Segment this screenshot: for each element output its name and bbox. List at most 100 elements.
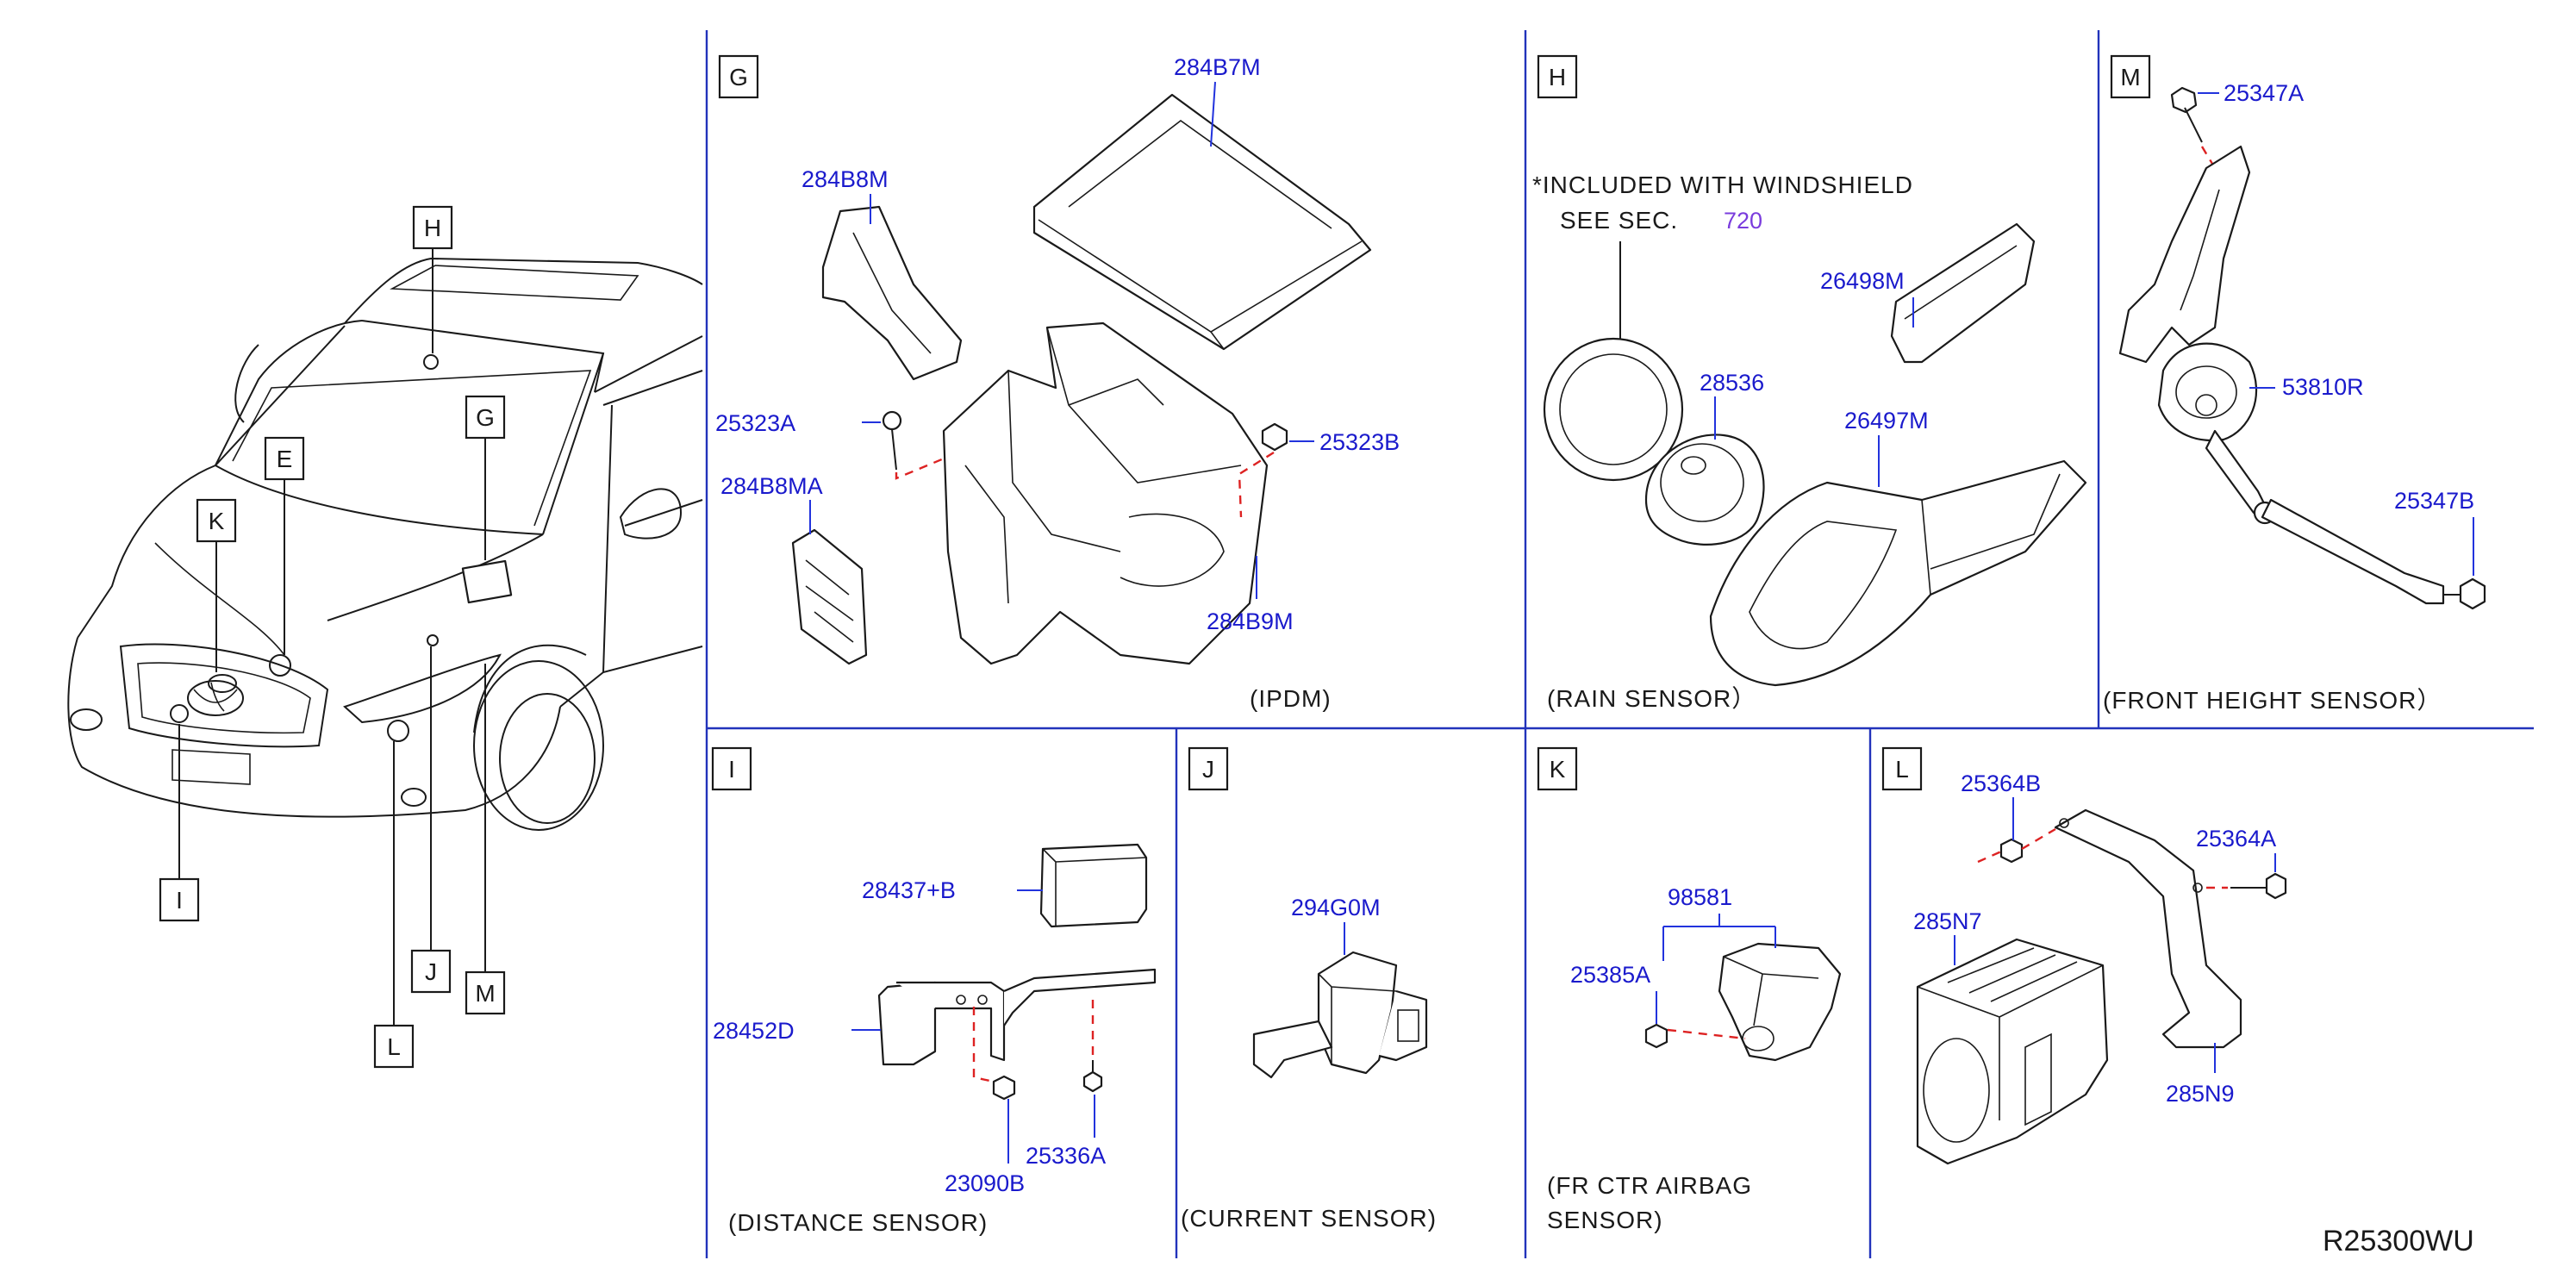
part-number[interactable]: 28536 bbox=[1700, 370, 1764, 396]
callout-label: L bbox=[387, 1033, 401, 1060]
part-number[interactable]: 25336A bbox=[1026, 1143, 1106, 1169]
distance-sensor[interactable] bbox=[1039, 843, 1148, 928]
module-bolt[interactable] bbox=[2230, 872, 2287, 900]
part-number[interactable]: 25347B bbox=[2394, 488, 2474, 514]
rain-sensor-cover[interactable] bbox=[1709, 459, 2087, 687]
part-number[interactable]: 284B7M bbox=[1174, 54, 1261, 80]
current-sensor[interactable] bbox=[1252, 951, 1428, 1079]
part-number[interactable]: 26497M bbox=[1844, 408, 1929, 434]
vehicle-callout-leaders bbox=[178, 248, 486, 1026]
section-caption: (IPDM) bbox=[1250, 685, 1332, 712]
section-letter: J bbox=[1202, 756, 1214, 783]
section-caption: (FRONT HEIGHT SENSOR） bbox=[2103, 687, 2442, 714]
diagram-code: R25300WU bbox=[2323, 1225, 2474, 1257]
part-number[interactable]: 25323A bbox=[715, 410, 795, 436]
callout-m[interactable]: M bbox=[465, 970, 506, 1015]
section-letter: G bbox=[729, 64, 748, 90]
callout-label: M bbox=[475, 980, 495, 1007]
ipdm-nut[interactable] bbox=[1261, 422, 1288, 452]
distance-sensor-bracket[interactable] bbox=[877, 968, 1157, 1066]
callout-label: I bbox=[176, 887, 183, 914]
ipdm-cover[interactable] bbox=[1032, 93, 1372, 351]
module-bracket[interactable] bbox=[2054, 808, 2242, 1049]
section-letter: L bbox=[1895, 756, 1909, 783]
section-letter: K bbox=[1550, 756, 1566, 783]
rain-sensor[interactable] bbox=[1644, 434, 1765, 546]
airbag-sensor-nut[interactable] bbox=[1644, 1023, 1668, 1049]
part-number[interactable]: 53810R bbox=[2282, 374, 2364, 400]
part-number[interactable]: 285N7 bbox=[1913, 908, 1982, 934]
distance-sensor-screw[interactable] bbox=[1082, 1060, 1103, 1093]
ipdm-side-cover[interactable] bbox=[821, 205, 963, 381]
part-number[interactable]: 98581 bbox=[1668, 884, 1732, 910]
rain-sensor-bracket[interactable] bbox=[1543, 337, 1684, 482]
part-number[interactable]: 25364A bbox=[2196, 826, 2276, 852]
part-number[interactable]: 23090B bbox=[945, 1170, 1025, 1196]
callout-e[interactable]: E bbox=[264, 436, 305, 481]
section-ref-link[interactable]: 720 bbox=[1724, 208, 1762, 234]
ipdm-bolt[interactable] bbox=[882, 410, 902, 471]
section-caption: (CURRENT SENSOR) bbox=[1181, 1205, 1437, 1232]
section-m: M 25347A 53810R 25347 bbox=[2103, 54, 2486, 714]
section-letter-box bbox=[1188, 746, 1229, 791]
section-letter-box bbox=[2110, 54, 2151, 99]
section-i: I 28437+B 28452D 23090B bbox=[711, 746, 1157, 1236]
part-number[interactable]: 25323B bbox=[1319, 429, 1400, 455]
control-module[interactable] bbox=[1916, 938, 2109, 1165]
section-caption: (DISTANCE SENSOR) bbox=[728, 1209, 988, 1236]
height-sensor[interactable] bbox=[2118, 145, 2277, 525]
section-letter-box bbox=[1537, 746, 1578, 791]
section-caption: (RAIN SENSOR） bbox=[1547, 685, 1756, 712]
section-letter-box bbox=[718, 54, 759, 99]
section-letter-box bbox=[1881, 746, 1923, 791]
callout-label: H bbox=[424, 215, 441, 241]
section-caption-line2: SENSOR) bbox=[1547, 1207, 1663, 1233]
section-caption-line1: (FR CTR AIRBAG bbox=[1547, 1172, 1752, 1199]
part-number[interactable]: 284B9M bbox=[1207, 608, 1294, 634]
airbag-sensor[interactable] bbox=[1718, 942, 1842, 1062]
callout-h[interactable]: H bbox=[412, 205, 453, 250]
section-letter: I bbox=[728, 756, 735, 783]
callout-l[interactable]: L bbox=[373, 1024, 415, 1069]
part-number[interactable]: 26498M bbox=[1820, 268, 1905, 294]
section-j: J 294G0M (CURRENT SENSOR) bbox=[1181, 746, 1437, 1232]
section-letter: H bbox=[1549, 64, 1566, 90]
part-number[interactable]: 25364B bbox=[1961, 771, 2041, 796]
sensor-nut[interactable] bbox=[2443, 577, 2486, 610]
part-number[interactable]: 28452D bbox=[713, 1018, 795, 1044]
rain-sensor-trim[interactable] bbox=[1890, 222, 2036, 364]
part-number[interactable]: 25347A bbox=[2224, 80, 2304, 106]
callout-label: G bbox=[476, 404, 495, 431]
callout-g[interactable]: G bbox=[465, 395, 506, 440]
part-number[interactable]: 285N9 bbox=[2166, 1081, 2235, 1107]
part-number[interactable]: 28437+B bbox=[862, 877, 956, 903]
windshield-note: *INCLUDED WITH WINDSHIELD bbox=[1532, 172, 1913, 198]
ipdm-connector[interactable] bbox=[791, 528, 868, 665]
callout-j[interactable]: J bbox=[410, 949, 452, 994]
vehicle-overview bbox=[67, 257, 703, 831]
section-frame bbox=[705, 30, 2534, 1258]
section-letter: M bbox=[2120, 64, 2140, 90]
part-number[interactable]: 25385A bbox=[1570, 962, 1650, 988]
section-g: G bbox=[715, 54, 1400, 712]
sensor-bolt[interactable] bbox=[2170, 86, 2203, 143]
section-letter-box bbox=[1537, 54, 1578, 99]
part-number[interactable]: 284B8M bbox=[801, 166, 889, 192]
callout-label: J bbox=[425, 958, 437, 985]
ipdm-box[interactable] bbox=[942, 321, 1269, 665]
sensor-link-rod[interactable] bbox=[2261, 498, 2445, 605]
section-h: H *INCLUDED WITH WINDSHIELD SEE SEC. 720 bbox=[1532, 54, 2087, 712]
section-ref-label: SEE SEC. bbox=[1560, 207, 1678, 234]
distance-sensor-nut[interactable] bbox=[992, 1075, 1016, 1101]
callout-k[interactable]: K bbox=[196, 498, 237, 543]
section-letter-box bbox=[711, 746, 752, 791]
module-nut[interactable] bbox=[1999, 838, 2024, 864]
callout-label: K bbox=[209, 508, 225, 534]
section-k: K 98581 25385A (FR CTR AIRBAG SENSOR) bbox=[1537, 746, 1842, 1233]
callout-i[interactable]: I bbox=[159, 877, 200, 922]
callout-label: E bbox=[277, 446, 293, 472]
part-number[interactable]: 294G0M bbox=[1291, 895, 1381, 920]
section-l: L 25364B 25364A 28 bbox=[1881, 746, 2287, 1165]
part-number[interactable]: 284B8MA bbox=[720, 473, 823, 499]
